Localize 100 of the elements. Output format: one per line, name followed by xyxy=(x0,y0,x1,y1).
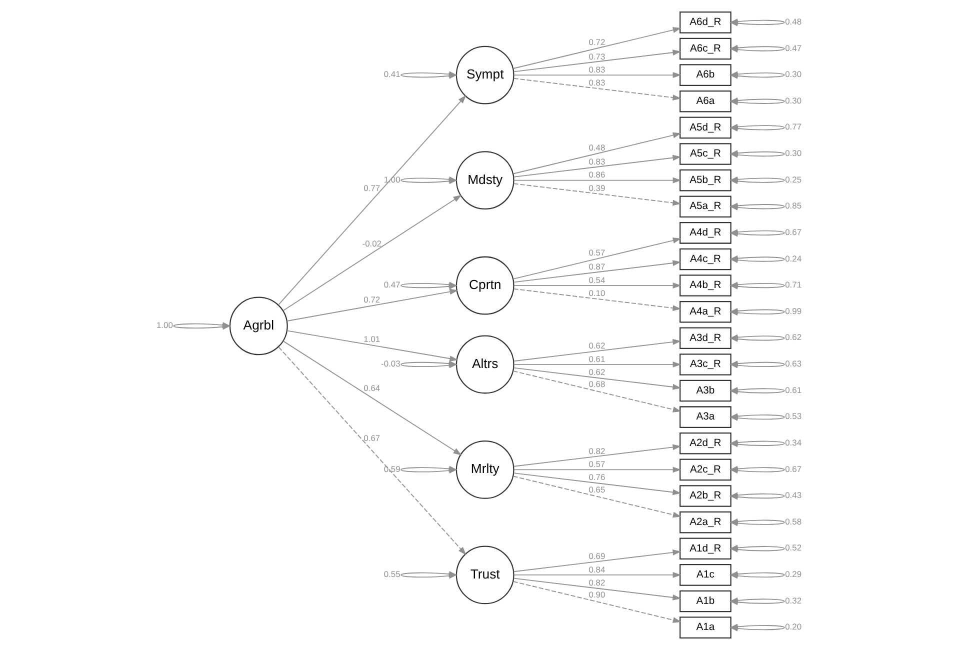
edge-label: 0.62 xyxy=(588,366,606,377)
edge-label: 0.47 xyxy=(785,42,802,53)
node-box: A5a_R xyxy=(680,196,732,218)
arrow xyxy=(513,578,682,600)
edge-label: 0.69 xyxy=(588,551,606,562)
arrow xyxy=(512,27,682,69)
edge-label: -0.02 xyxy=(362,238,382,248)
node-box: A3d_R xyxy=(680,327,732,350)
edge-label: 0.62 xyxy=(588,340,606,351)
edge-label: 0.39 xyxy=(588,182,606,193)
edge-label: 0.48 xyxy=(588,142,606,152)
edge-label: 0.99 xyxy=(785,306,802,316)
arrow xyxy=(513,154,682,178)
arrow xyxy=(513,550,682,572)
arrow xyxy=(512,370,682,412)
edge-label: 0.25 xyxy=(785,174,802,184)
node-circle: Mrlty xyxy=(456,440,514,499)
node-box: A3c_R xyxy=(680,354,732,376)
arrow xyxy=(513,472,682,496)
node-box: A6a xyxy=(680,90,732,112)
node-box: A2c_R xyxy=(680,458,732,481)
arrow xyxy=(512,476,682,518)
node-box: A3a xyxy=(680,406,732,428)
node-circle: Agrbl xyxy=(229,296,288,356)
edge-label: 0.34 xyxy=(785,437,802,448)
edge-label: 0.77 xyxy=(785,122,802,132)
edge-label: 0.47 xyxy=(384,280,400,290)
edge-label: 0.30 xyxy=(785,148,802,158)
node-box: A5c_R xyxy=(680,143,732,165)
edge-label: 0.63 xyxy=(785,358,802,369)
edge-label: 0.58 xyxy=(785,516,802,526)
node-box: A4d_R xyxy=(680,222,732,244)
arrow xyxy=(513,339,682,362)
edge-label: 0.54 xyxy=(588,274,606,285)
edge-label: 1.01 xyxy=(364,334,380,344)
node-box: A3b xyxy=(680,380,732,402)
arrow xyxy=(278,95,466,306)
node-box: A6d_R xyxy=(680,12,732,34)
edge-label: 0.61 xyxy=(588,354,606,364)
arrow xyxy=(514,72,682,78)
arrow xyxy=(513,367,682,390)
edge-label: 0.87 xyxy=(588,262,606,272)
node-box: A6b xyxy=(680,64,732,86)
node-box: A2b_R xyxy=(680,485,732,507)
edge-label: 0.30 xyxy=(785,69,802,80)
edge-label: 0.83 xyxy=(588,78,606,88)
edge-label: 0.83 xyxy=(588,156,606,167)
arrow xyxy=(282,194,462,312)
node-box: A2d_R xyxy=(680,432,732,454)
arrow xyxy=(513,78,682,100)
edge-label: 0.76 xyxy=(588,472,606,482)
edge-label: 0.68 xyxy=(588,379,606,390)
edge-label: 0.53 xyxy=(785,411,802,422)
edge-label: 0.84 xyxy=(588,564,606,574)
node-box: A4a_R xyxy=(680,300,732,323)
edge-label: 0.72 xyxy=(588,37,606,48)
node-box: A4b_R xyxy=(680,274,732,296)
edge-label: 0.32 xyxy=(785,595,802,606)
edge-label: 0.82 xyxy=(588,446,606,456)
node-box: A2a_R xyxy=(680,511,732,534)
node-box: A1b xyxy=(680,590,732,612)
edge-label: 0.59 xyxy=(384,464,400,474)
edge-label: 0.20 xyxy=(785,622,802,632)
node-box: A1d_R xyxy=(680,538,732,560)
arrow xyxy=(282,340,462,456)
node-circle: Cprtn xyxy=(456,256,514,315)
edge-label: 0.57 xyxy=(588,248,606,258)
arrow xyxy=(512,132,682,174)
edge-label: 0.82 xyxy=(588,577,606,588)
arrow xyxy=(514,177,682,184)
edge-label: 0.24 xyxy=(785,253,802,264)
arrow xyxy=(514,572,682,578)
arrow xyxy=(286,288,458,322)
edge-label: 0.67 xyxy=(364,432,380,443)
edge-label: 0.10 xyxy=(588,288,606,298)
arrow xyxy=(514,362,682,368)
edge-label: 0.71 xyxy=(785,280,802,290)
node-circle: Altrs xyxy=(456,335,514,394)
edge-label: 0.73 xyxy=(588,51,606,62)
edge-label: 0.85 xyxy=(785,200,802,211)
arrow xyxy=(513,444,682,467)
arrow xyxy=(512,238,682,280)
node-circle: Mdsty xyxy=(456,151,514,210)
edge-label: 0.86 xyxy=(588,170,606,180)
edge-label: 0.64 xyxy=(364,382,380,393)
arrow xyxy=(513,288,682,311)
edge-label: 0.52 xyxy=(785,542,802,553)
arrow xyxy=(278,346,466,556)
edge-label: 0.67 xyxy=(785,464,802,474)
arrow xyxy=(513,50,682,72)
node-box: A4c_R xyxy=(680,248,732,270)
node-box: A5b_R xyxy=(680,169,732,192)
edge-label: 0.57 xyxy=(588,459,606,470)
edge-label: 0.43 xyxy=(785,490,802,500)
edge-label: 0.30 xyxy=(785,95,802,106)
arrow xyxy=(514,466,682,473)
edge-label: 0.83 xyxy=(588,64,606,74)
edge-label: 0.67 xyxy=(785,226,802,237)
arrow xyxy=(512,581,682,623)
edge-label: 0.48 xyxy=(785,16,802,26)
